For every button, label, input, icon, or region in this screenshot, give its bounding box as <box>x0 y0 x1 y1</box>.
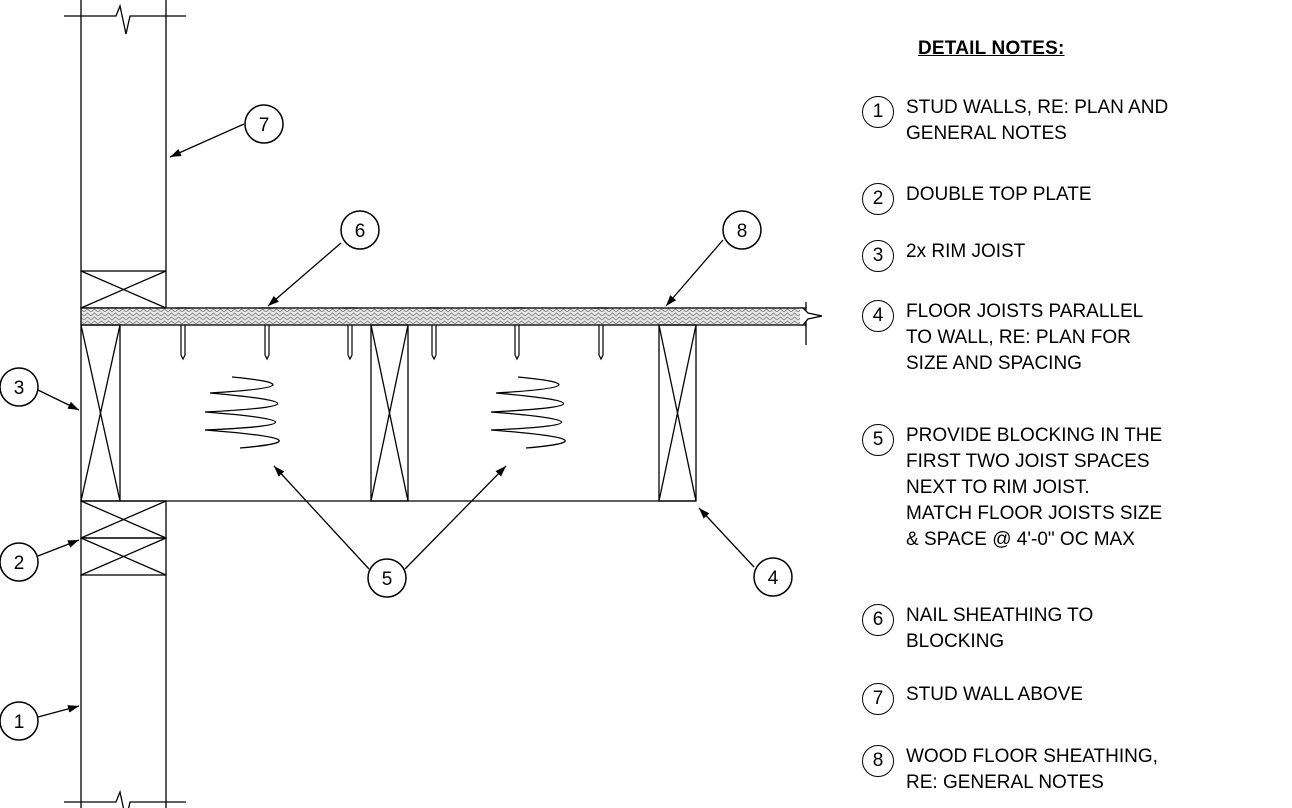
upper-stud-wall <box>64 0 186 271</box>
callout-3 <box>0 367 39 407</box>
note-text: STUD WALLS, RE: PLAN AND GENERAL NOTES <box>906 97 1169 144</box>
rim-joist <box>80 324 121 502</box>
note-number: 3 <box>862 240 894 272</box>
note-number: 8 <box>862 745 894 777</box>
note-text: STUD WALL ABOVE <box>906 684 1084 705</box>
blocking <box>120 376 696 502</box>
double-top-plate <box>80 500 167 576</box>
callout-bubbles <box>0 104 793 741</box>
callout-1-label: 1 <box>14 712 25 733</box>
note-text: WOOD FLOOR SHEATHING, RE: GENERAL NOTES <box>906 746 1158 793</box>
callout-7 <box>244 104 284 144</box>
callout-6-label: 6 <box>355 221 366 242</box>
note-number: 5 <box>862 424 894 456</box>
callout-4 <box>753 557 793 597</box>
floor-joist-1 <box>370 324 409 502</box>
note-text: DOUBLE TOP PLATE <box>906 184 1092 205</box>
note-number: 6 <box>862 604 894 636</box>
callout-2-label: 2 <box>14 553 25 574</box>
note-text: FLOOR JOISTS PARALLEL TO WALL, RE: PLAN … <box>906 301 1144 374</box>
detail-notes-title: DETAIL NOTES: <box>918 38 1065 59</box>
note-text: PROVIDE BLOCKING IN THE FIRST TWO JOIST … <box>906 425 1163 550</box>
note-number: 2 <box>862 183 894 215</box>
floor-sheathing <box>80 302 823 345</box>
callout-8 <box>722 210 762 250</box>
floor-joist-2 <box>658 324 697 502</box>
lower-stud-wall <box>64 575 186 808</box>
callout-6 <box>340 210 380 250</box>
sheathing-nails <box>175 307 609 361</box>
callout-3-label: 3 <box>14 378 25 399</box>
callout-7-label: 7 <box>259 115 270 136</box>
callout-4-label: 4 <box>768 568 779 589</box>
callout-5-label: 5 <box>382 569 393 590</box>
note-text: 2x RIM JOIST <box>906 241 1026 262</box>
callout-1 <box>0 701 39 741</box>
note-number: 1 <box>862 96 894 128</box>
leader-lines <box>37 123 755 718</box>
note-number: 4 <box>862 300 894 332</box>
callout-5 <box>367 558 407 598</box>
note-number: 7 <box>862 683 894 715</box>
callout-8-label: 8 <box>737 221 748 242</box>
note-text: NAIL SHEATHING TO BLOCKING <box>906 605 1094 652</box>
bottom-plate <box>80 270 167 309</box>
section-detail-drawing: 7 6 8 3 2 1 5 4 <box>0 0 823 808</box>
callout-2 <box>0 542 39 582</box>
